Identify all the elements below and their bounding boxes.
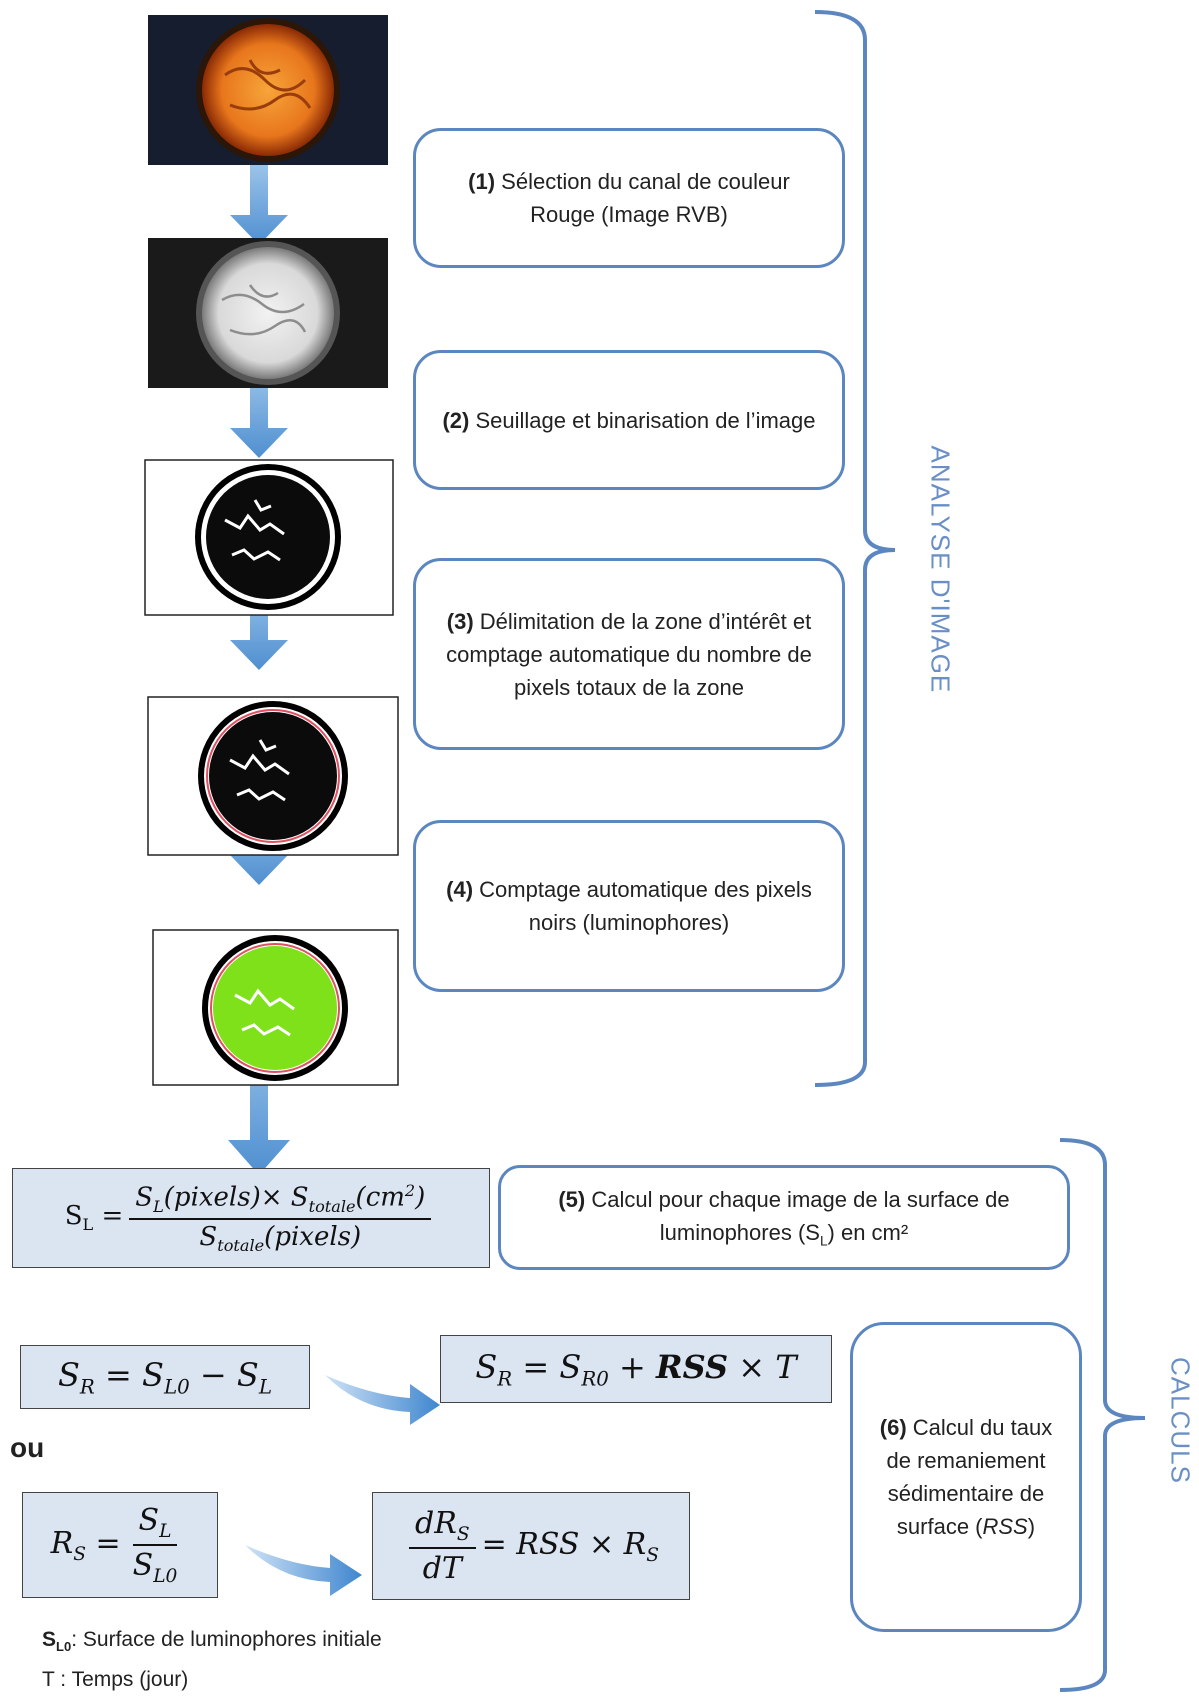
equation-lhs: SL = <box>64 1201 124 1235</box>
bracket-image-analysis <box>814 10 896 1087</box>
legend-t: T : Temps (jour) <box>42 1668 189 1691</box>
red-channel-image <box>148 15 388 165</box>
right-arrow-icon <box>245 1545 362 1596</box>
binary-image <box>144 459 394 616</box>
equation-sr-difference: SR = SL0 − SL <box>20 1345 310 1409</box>
roi-image <box>147 696 399 856</box>
equation-rs-differential: dRS dT = RSS × RS <box>372 1492 690 1600</box>
step-2-box: (2) Seuillage et binarisation de l’image <box>413 350 845 490</box>
equation-rs-ratio: RS = SL SL0 <box>22 1492 218 1598</box>
step-number: (6) <box>879 1415 907 1440</box>
step-number: (1) <box>468 169 496 194</box>
step-number: (4) <box>446 877 474 902</box>
step-text-subscript: L <box>819 1233 828 1249</box>
step-text: Sélection du canal de couleur Rouge (Ima… <box>501 169 790 227</box>
equation-denominator: Stotale(pixels) <box>199 1221 362 1256</box>
label-calculations: CALCULS <box>1165 1357 1196 1484</box>
down-arrow-icon <box>230 355 288 458</box>
equation-fraction: SL(pixels)× Stotale(cm2) Stotale(pixels) <box>129 1181 432 1256</box>
step-text: Comptage automatique des pixels noirs (l… <box>479 877 812 935</box>
step-text: Calcul pour chaque image de la surface d… <box>591 1187 1010 1246</box>
step-6-box: (6) Calcul du taux de remaniement sédime… <box>850 1322 1082 1632</box>
down-arrow-icon <box>228 1000 290 1175</box>
step-text-italic: RSS <box>982 1514 1028 1539</box>
legend-sl0: SL0: Surface de luminophores initiale <box>42 1628 382 1655</box>
step-number: (3) <box>446 608 474 634</box>
step-number: (2) <box>442 407 470 433</box>
connector-or: ou <box>10 1432 45 1463</box>
equation-surface-luminophores: SL = SL(pixels)× Stotale(cm2) Stotale(pi… <box>12 1168 490 1268</box>
step-4-box: (4) Comptage automatique des pixels noir… <box>413 820 845 992</box>
step-text-end: ) <box>1027 1514 1036 1539</box>
right-arrow-icon <box>325 1375 440 1425</box>
label-image-analysis: ANALYSE D'IMAGE <box>925 445 956 694</box>
step-1-box: (1) Sélection du canal de couleur Rouge … <box>413 128 845 268</box>
equation-sr-linear: SR = SR0 + RSS × T <box>440 1335 832 1403</box>
green-count-image <box>152 929 399 1086</box>
down-arrow-icon <box>230 150 288 245</box>
grayscale-image <box>148 238 388 388</box>
step-5-box: (5) Calcul pour chaque image de la surfa… <box>498 1165 1070 1270</box>
step-text: Délimitation de la zone d’intérêt et com… <box>446 608 812 700</box>
bracket-calculations <box>1059 1138 1146 1692</box>
step-number: (5) <box>558 1187 586 1213</box>
down-arrow-icon <box>230 568 288 670</box>
step-3-box: (3) Délimitation de la zone d’intérêt et… <box>413 558 845 750</box>
equation-numerator: SL(pixels)× Stotale(cm2) <box>129 1181 432 1220</box>
step-text-end: ) en cm² <box>827 1220 909 1246</box>
step-text: Calcul du taux de remaniement sédimentai… <box>886 1415 1053 1539</box>
step-text: Seuillage et binarisation de l’image <box>475 407 816 433</box>
